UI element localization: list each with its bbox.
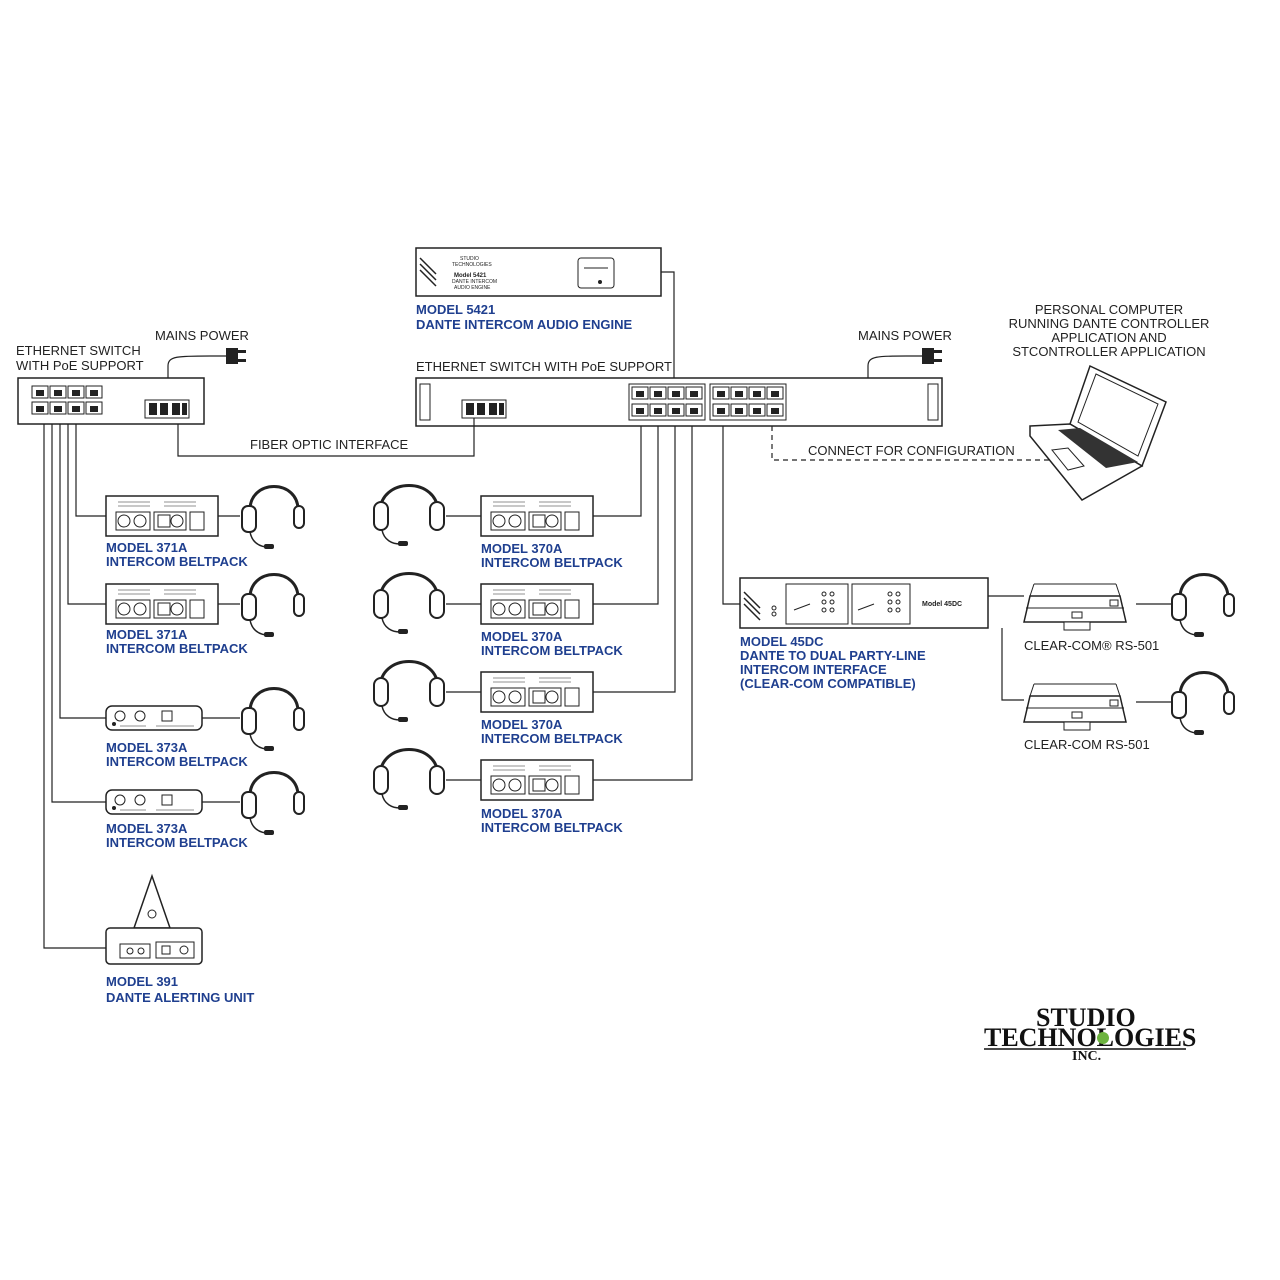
beltpack-model-label: MODEL 370A [481,541,563,556]
headphones-icon [372,572,446,636]
main-switch-title: ETHERNET SWITCH WITH PoE SUPPORT [416,359,672,374]
headset-icon [240,687,306,753]
beltpack-name-label: INTERCOM BELTPACK [106,835,248,850]
left-switch-title-line2: WITH PoE SUPPORT [16,358,144,373]
cable-391 [43,424,106,949]
engine-faceplate-line3: Model 5421 [454,273,487,279]
config-link [771,426,1050,461]
headset-icon [1170,671,1236,737]
engine-faceplate-line5: AUDIO ENGINE [454,285,491,291]
config-label: CONNECT FOR CONFIGURATION [808,443,1015,458]
interface-line2: DANTE TO DUAL PARTY-LINE [740,648,926,663]
left-ethernet-switch [17,377,205,425]
beltpack-370a-device [480,759,594,801]
beltpack-371a-device [105,495,219,537]
logo-line2: TECHNOLOGIES [984,1023,1196,1052]
beltpack-name-label: INTERCOM BELTPACK [106,754,248,769]
interface-line1: MODEL 45DC [740,634,824,649]
logo-line3: INC. [1072,1049,1101,1064]
interface-line3: INTERCOM INTERFACE [740,662,887,677]
interface-faceplate-label: Model 45DC [922,601,962,608]
engine-name-label: DANTE INTERCOM AUDIO ENGINE [416,317,633,332]
cable-373a-2 [51,424,106,803]
headset-icon [240,573,306,639]
beltpack-373a-device [105,789,203,815]
rs501-device [1023,583,1127,631]
beltpack-name-label: INTERCOM BELTPACK [106,641,248,656]
alert-name-label: DANTE ALERTING UNIT [106,990,254,1005]
headphones-icon [372,484,446,548]
engine-cable [661,271,675,378]
beltpack-model-label: MODEL 371A [106,627,188,642]
logo-line1: STUDIO [1036,1003,1136,1032]
beltpack-370a-device [480,583,594,625]
beltpack-model-label: MODEL 370A [481,629,563,644]
beltpack-name-label: INTERCOM BELTPACK [106,554,248,569]
cable-373a-1 [59,424,106,719]
beltpack-model-label: MODEL 373A [106,740,188,755]
beltpack-370a-device [480,495,594,537]
rs501-device [1023,683,1127,731]
cable-370a-3 [593,426,676,693]
engine-faceplate-line4: DANTE INTERCOM [452,279,497,285]
left-switch-title-line1: ETHERNET SWITCH [16,343,141,358]
cable-371a-1 [75,424,106,517]
headset-icon [1170,573,1236,639]
main-ethernet-switch [415,377,943,427]
engine-faceplate-line2: TECHNOLOGIES [452,262,492,268]
plug-icon [167,348,246,378]
left-switch-power-label: MAINS POWER [155,328,249,343]
cable-370a-4 [593,426,693,781]
beltpack-name-label: INTERCOM BELTPACK [481,820,623,835]
plug-icon [867,348,942,378]
clearcom-label: CLEAR-COM® RS-501 [1024,638,1159,653]
computer-line3: APPLICATION AND [1051,330,1166,345]
fiber-optic-link [177,418,475,457]
headphones-icon [372,748,446,812]
headphones-icon [372,660,446,724]
computer-line2: RUNNING DANTE CONTROLLER [1009,316,1210,331]
beltpack-name-label: INTERCOM BELTPACK [481,643,623,658]
cable-rs501-2 [1001,628,1024,701]
main-switch-power-label: MAINS POWER [858,328,952,343]
cable-45dc [722,426,740,605]
beltpack-371a-device [105,583,219,625]
engine-faceplate-line1: STUDIO [460,256,479,262]
cable-370a-1 [593,426,642,517]
beltpack-model-label: MODEL 373A [106,821,188,836]
headset-icon [240,771,306,837]
interface-45dc-device: Model 45DC [739,577,989,629]
beltpack-model-label: MODEL 370A [481,806,563,821]
headset-icon [240,485,306,551]
cable-370a-2 [593,426,659,605]
cable-371a-2 [67,424,106,605]
interface-line4: (CLEAR-COM COMPATIBLE) [740,676,916,691]
alert-model-label: MODEL 391 [106,974,178,989]
alerting-unit-device [105,873,203,965]
engine-5421-device: STUDIO TECHNOLOGIES Model 5421 DANTE INT… [415,247,662,297]
computer-line4: STCONTROLLER APPLICATION [1012,344,1205,359]
fiber-label: FIBER OPTIC INTERFACE [250,437,409,452]
clearcom-label: CLEAR-COM RS-501 [1024,737,1150,752]
studio-technologies-logo: STUDIO TECHNOLOGIES INC. [984,1003,1196,1064]
computer-line1: PERSONAL COMPUTER [1035,302,1183,317]
beltpack-370a-device [480,671,594,713]
engine-model-label: MODEL 5421 [416,302,495,317]
beltpack-373a-device [105,705,203,731]
beltpack-name-label: INTERCOM BELTPACK [481,555,623,570]
beltpack-model-label: MODEL 370A [481,717,563,732]
beltpack-model-label: MODEL 371A [106,540,188,555]
laptop-icon [1029,364,1167,501]
beltpack-name-label: INTERCOM BELTPACK [481,731,623,746]
